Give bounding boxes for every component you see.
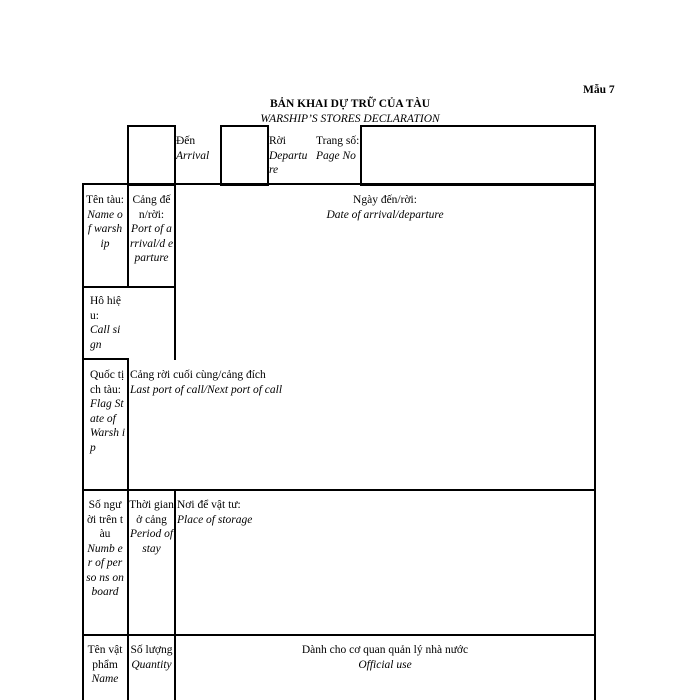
flag-state-label-vi: Quốc tịch tàu: bbox=[90, 369, 125, 396]
col-sep-3 bbox=[174, 286, 176, 360]
ship-name-label-vi: Tên tàu: bbox=[86, 194, 124, 206]
quantity-label-en: Quantity bbox=[131, 658, 172, 671]
arrival-box[interactable] bbox=[220, 125, 269, 186]
storage-label-en: Place of storage bbox=[177, 513, 253, 526]
item-name-header: Tên vật phẩm Name bbox=[86, 643, 124, 687]
table-left-border bbox=[82, 183, 84, 700]
arrival-label: Đến Arrival bbox=[176, 134, 220, 163]
table-right-border bbox=[594, 183, 596, 700]
storage-field[interactable]: Nơi để vật tư: Place of storage bbox=[177, 498, 477, 527]
date-label-vi: Ngày đến/rời: bbox=[353, 194, 417, 206]
page-label-vi: Trang số: bbox=[316, 135, 360, 147]
official-use-header: Dành cho cơ quan quản lý nhà nước Offici… bbox=[176, 643, 594, 672]
col-sep-5 bbox=[127, 489, 129, 636]
row-sep-3 bbox=[82, 489, 596, 491]
call-sign-field[interactable]: Hô hiệu: Call sign bbox=[90, 294, 124, 352]
item-label-vi: Tên vật phẩm bbox=[87, 644, 123, 671]
departure-label-vi: Rời bbox=[269, 135, 286, 147]
port-field[interactable]: Cảng đến/rời: Port of arrival/d eparture bbox=[129, 193, 174, 266]
col-sep-7 bbox=[127, 634, 129, 700]
ship-name-label-en: Name of warsh ip bbox=[87, 208, 123, 250]
row-sep-4 bbox=[82, 634, 596, 636]
official-label-en: Official use bbox=[358, 658, 412, 671]
stay-label-en: Period of stay bbox=[129, 528, 174, 555]
stay-label-vi: Thời gian ở cảng bbox=[129, 499, 174, 526]
form-title-vi: BẢN KHAI DỰ TRỮ CỦA TÀU bbox=[269, 98, 431, 110]
quantity-header: Số lượng Quantity bbox=[129, 643, 174, 672]
flag-state-field[interactable]: Quốc tịch tàu: Flag State of Warsh ip bbox=[90, 368, 126, 455]
item-label-en: Name bbox=[91, 673, 119, 685]
ship-name-field[interactable]: Tên tàu: Name of warsh ip bbox=[86, 193, 124, 251]
table-top-border bbox=[82, 183, 596, 185]
departure-label: Rời Departu re bbox=[269, 134, 312, 178]
arrival-label-vi: Đến bbox=[176, 135, 196, 147]
col-sep-4 bbox=[127, 358, 129, 491]
col-sep-6 bbox=[174, 489, 176, 636]
port-label-en: Port of arrival/d eparture bbox=[129, 223, 174, 264]
flag-state-label-en: Flag State of Warsh ip bbox=[90, 398, 126, 454]
port-label-vi: Cảng đến/rời: bbox=[132, 194, 171, 221]
col-sep-2 bbox=[174, 183, 176, 288]
call-sign-label-en: Call sign bbox=[90, 324, 121, 351]
page-label-en: Page No bbox=[316, 149, 356, 162]
last-port-label-vi: Cảng rời cuối cùng/cảng đích bbox=[130, 369, 266, 381]
arrival-label-en: Arrival bbox=[176, 149, 210, 162]
storage-label-vi: Nơi để vật tư: bbox=[177, 499, 241, 511]
form-title-en: WARSHIP’S STORES DECLARATION bbox=[260, 113, 440, 125]
page-number-box[interactable] bbox=[360, 125, 596, 186]
official-label-vi: Dành cho cơ quan quản lý nhà nước bbox=[301, 644, 469, 656]
stay-field[interactable]: Thời gian ở cảng Period of stay bbox=[129, 498, 174, 556]
form-number: Mẫu 7 bbox=[583, 84, 615, 96]
persons-field[interactable]: Số người trên tàu Numb er of perso ns on… bbox=[86, 498, 124, 600]
persons-label-en: Numb er of perso ns on board bbox=[86, 542, 124, 599]
last-port-field[interactable]: Cảng rời cuối cùng/cảng đích Last port o… bbox=[130, 368, 430, 397]
call-sign-label-vi: Hô hiệu: bbox=[90, 295, 121, 322]
departure-label-en: Departu re bbox=[269, 149, 308, 177]
header-blank-box bbox=[127, 125, 176, 186]
col-sep-1 bbox=[127, 183, 129, 288]
date-label-en: Date of arrival/departure bbox=[326, 208, 444, 221]
row-sep-2 bbox=[82, 358, 129, 360]
quantity-label-vi: Số lượng bbox=[130, 644, 173, 656]
page-label: Trang số: Page No bbox=[316, 134, 360, 163]
date-field[interactable]: Ngày đến/rời: Date of arrival/departure bbox=[176, 193, 594, 222]
row-sep-1 bbox=[82, 286, 176, 288]
last-port-label-en: Last port of call/Next port of call bbox=[130, 383, 283, 396]
persons-label-vi: Số người trên tàu bbox=[86, 499, 124, 540]
col-sep-8 bbox=[174, 634, 176, 700]
